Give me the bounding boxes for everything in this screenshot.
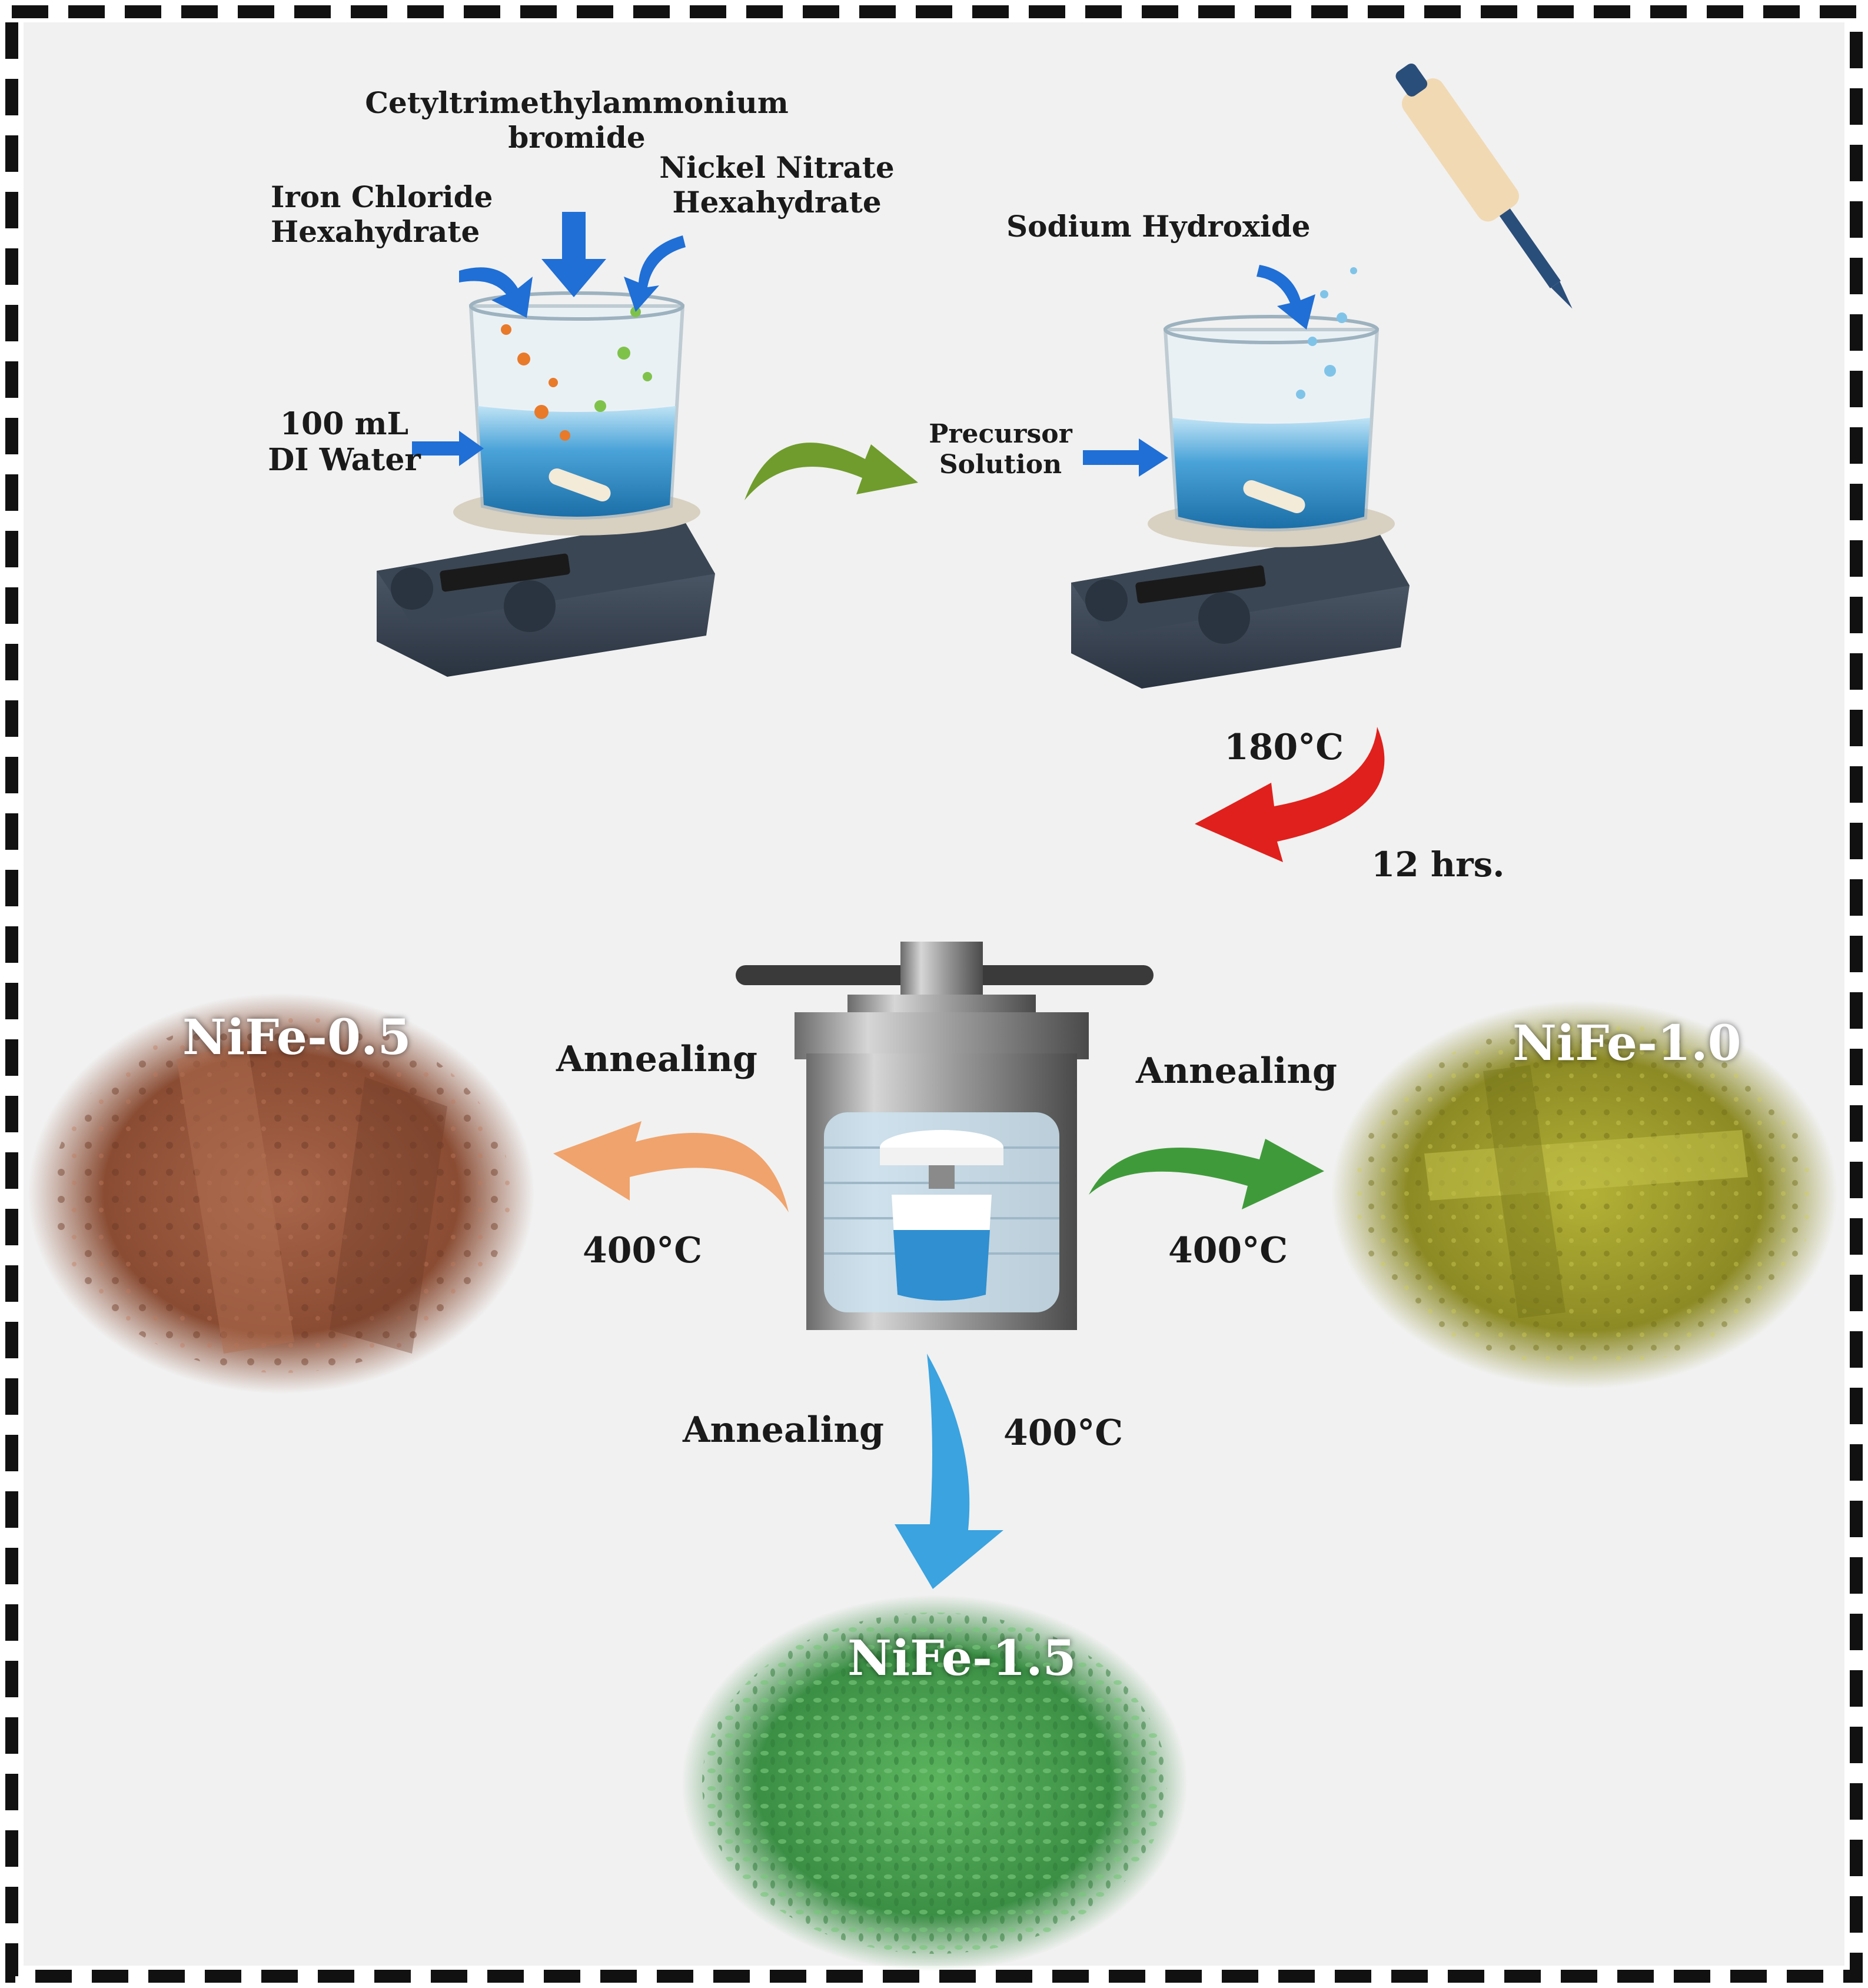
label-nickel-line1: Nickel Nitrate (659, 150, 895, 185)
label-annealing-left: Annealing (556, 1039, 758, 1080)
label-annealing-bottom: Annealing (683, 1409, 885, 1451)
green-transfer-arrow (744, 443, 918, 500)
label-iron-chloride: Iron Chloride Hexahydrate (271, 179, 518, 249)
label-sodium-hydroxide: Sodium Hydroxide (1006, 209, 1311, 244)
blue-arrow-water (412, 431, 484, 466)
red-hydrothermal-arrow (1195, 727, 1385, 862)
hot-plate-stirrer-1 (377, 518, 715, 677)
label-annealing-bottom-temp: 400°C (1003, 1412, 1123, 1454)
sem-image-nife-0-5 (28, 993, 534, 1394)
label-hydrothermal-temperature: 180°C (1224, 727, 1344, 768)
label-product-nife-1-5: NiFe-1.5 (847, 1630, 1076, 1687)
label-di-water: 100 mL DI Water (259, 406, 430, 478)
autoclave (736, 942, 1154, 1330)
hot-plate-stirrer-2 (1071, 530, 1410, 689)
label-product-nife-0-5: NiFe-0.5 (182, 1009, 411, 1066)
label-ctab: Cetyltrimethylammonium bromide (353, 85, 800, 155)
label-nickel-nitrate: Nickel Nitrate Hexahydrate (647, 150, 906, 220)
label-iron-line1: Iron Chloride (271, 179, 493, 214)
blue-arrow-iron (459, 267, 533, 318)
dashed-frame (5, 5, 1863, 1983)
label-annealing-right: Annealing (1136, 1050, 1338, 1092)
label-iron-line2: Hexahydrate (271, 214, 480, 249)
green-annealing-arrow (1089, 1139, 1324, 1209)
label-product-nife-1-0: NiFe-1.0 (1513, 1015, 1741, 1072)
pipette (1395, 63, 1573, 309)
blue-arrow-precursor (1083, 438, 1168, 477)
blue-arrow-nickel (624, 235, 686, 312)
label-water-line2: DI Water (268, 442, 421, 478)
sem-image-nife-1-0 (1331, 1000, 1837, 1389)
beaker-2 (1148, 315, 1395, 547)
label-hydrothermal-duration: 12 hrs. (1371, 845, 1505, 885)
sem-image-nife-1-5 (682, 1595, 1188, 1972)
label-nickel-line2: Hexahydrate (672, 185, 882, 220)
label-water-line1: 100 mL (280, 406, 409, 442)
blue-arrow-naoh (1257, 265, 1315, 330)
cyan-annealing-arrow (895, 1354, 1003, 1589)
label-precursor-line2: Solution (939, 449, 1062, 480)
label-ctab-line2: bromide (508, 120, 646, 155)
blue-arrow-ctab (541, 212, 606, 297)
orange-annealing-arrow (553, 1121, 789, 1212)
label-annealing-right-temp: 400°C (1168, 1230, 1288, 1271)
label-ctab-line1: Cetyltrimethylammonium (365, 85, 789, 120)
label-precursor-line1: Precursor (929, 419, 1072, 449)
naoh-droplets (1296, 267, 1357, 399)
label-precursor-solution: Precursor Solution (918, 419, 1083, 480)
beaker-1 (453, 291, 700, 536)
reagent-particles-1 (501, 307, 652, 441)
label-annealing-left-temp: 400°C (583, 1230, 702, 1271)
